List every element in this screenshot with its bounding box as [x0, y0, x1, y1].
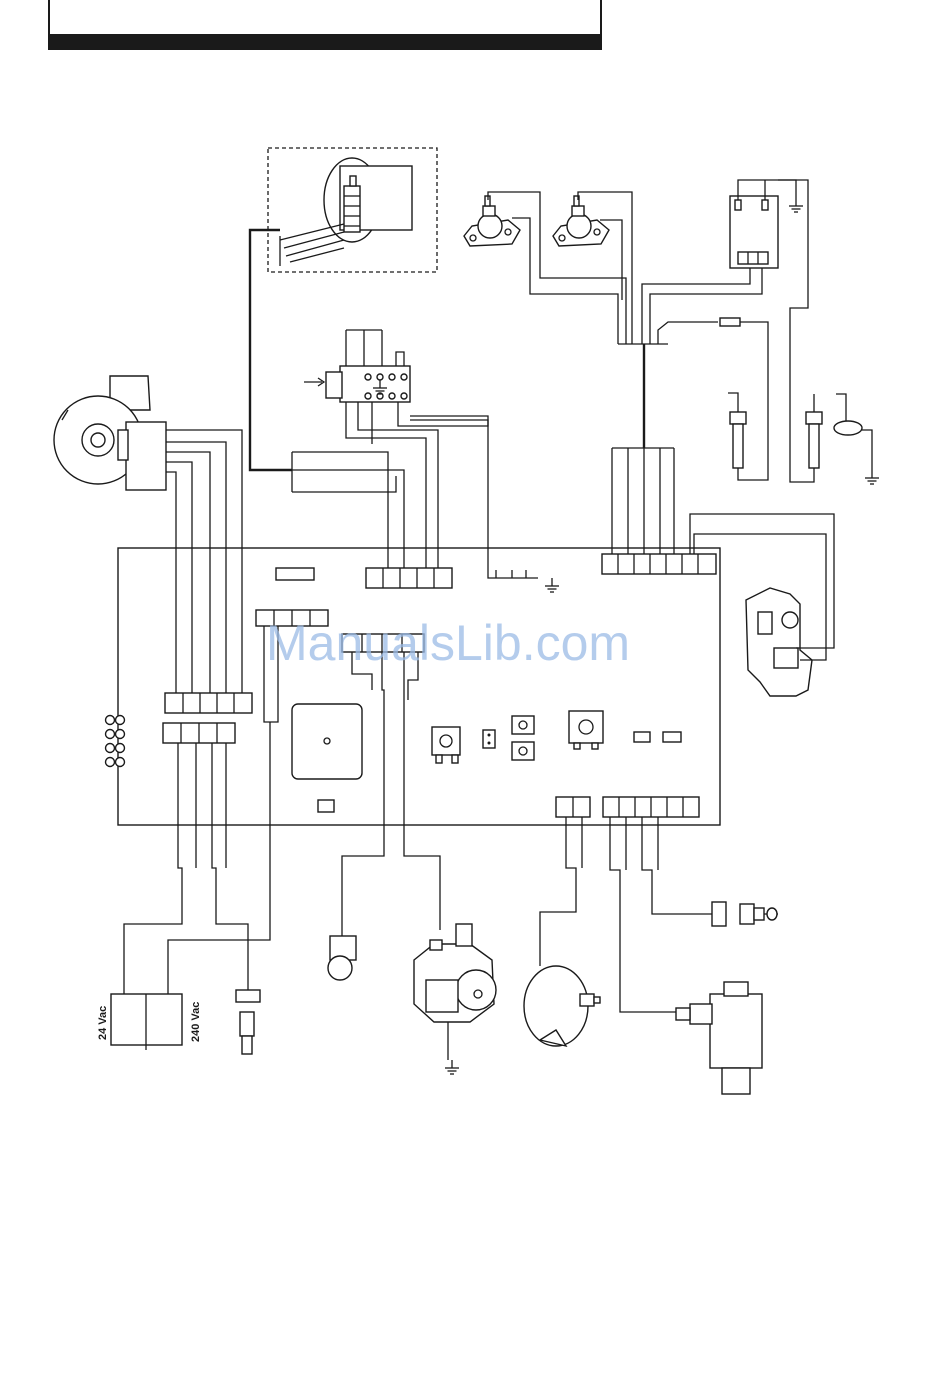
fan-icon	[54, 376, 166, 490]
pump-icon	[414, 924, 496, 1074]
electrode-icon	[728, 393, 879, 484]
transformer-icon: 24 Vac 240 Vac	[97, 994, 202, 1050]
overheat-thermostat-icon	[464, 196, 609, 246]
ignition-transformer-icon	[730, 180, 803, 268]
low-voltage-label: 24 Vac	[97, 1006, 109, 1040]
watermark: ManualsLib.com	[266, 615, 630, 671]
pressure-switch-icon	[268, 148, 437, 272]
flow-switch-icon	[328, 890, 356, 980]
ntc-sensor-icon	[712, 902, 778, 926]
water-pressure-switch-icon	[524, 966, 600, 1046]
diverter-valve-icon	[676, 982, 762, 1094]
main-pcb	[106, 548, 721, 825]
mains-voltage-label: 240 Vac	[190, 1002, 202, 1042]
ch-sensor-icon	[236, 990, 260, 1054]
relay-block	[304, 330, 410, 402]
